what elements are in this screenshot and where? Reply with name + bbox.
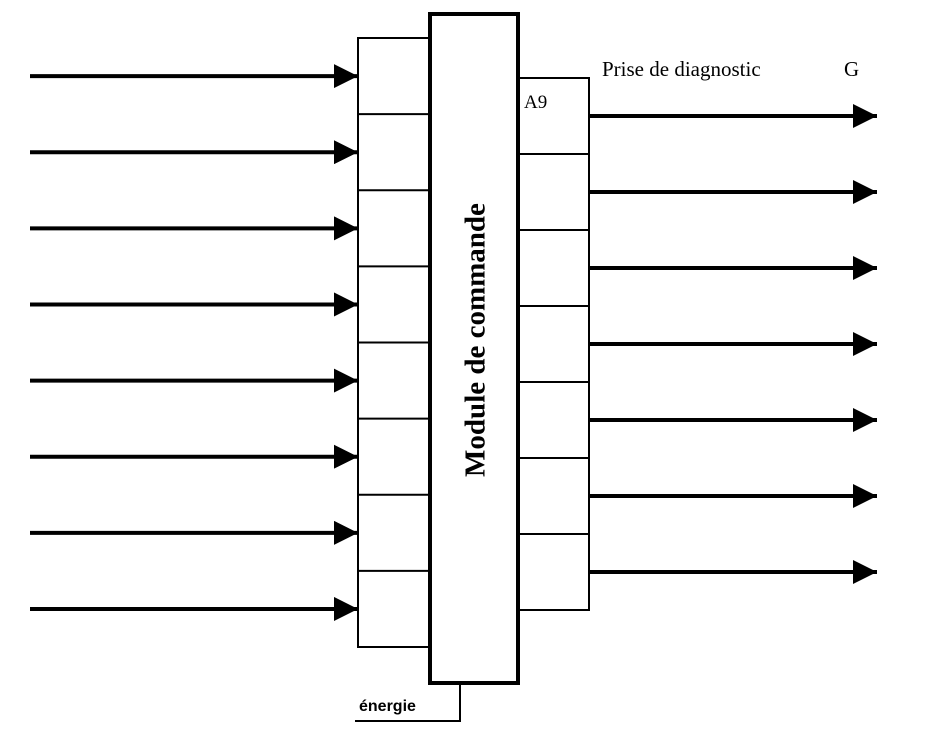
group-label: G [844, 57, 859, 81]
input-arrows [30, 64, 358, 621]
input-connector [357, 37, 431, 648]
diagnostic-label: Prise de diagnostic [602, 57, 761, 81]
first-port-label: A9 [524, 92, 547, 113]
output-connector-frame [517, 77, 590, 611]
output-arrows [589, 104, 877, 584]
output-connector [517, 77, 590, 611]
output-connector-dividers [518, 153, 589, 535]
energy-label: énergie [359, 698, 416, 715]
energy-line [355, 683, 461, 722]
module-box [428, 12, 520, 685]
input-connector-dividers [358, 113, 430, 572]
module-title: Module de commande [460, 203, 492, 477]
